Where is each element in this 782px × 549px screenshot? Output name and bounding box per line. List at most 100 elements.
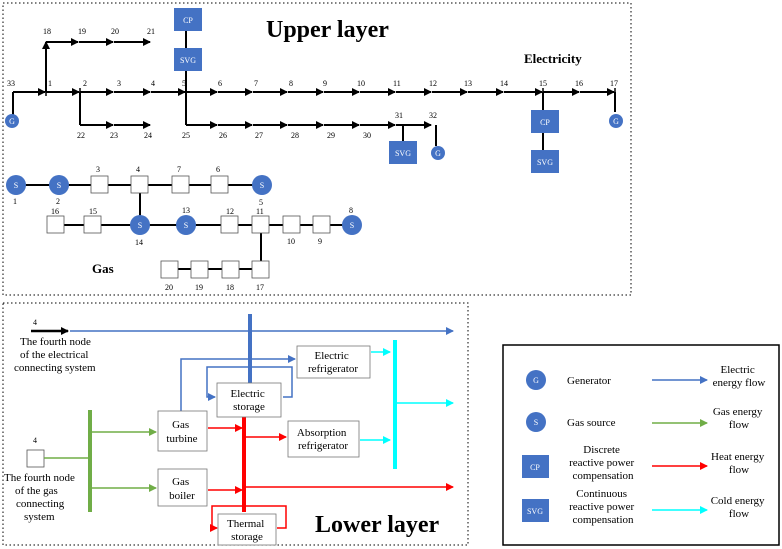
svg-text:Continuous reactive powe: Continuous reactive power compensation — [569, 488, 637, 526]
enode-label: 1 — [48, 79, 52, 88]
gnode-label: 15 — [89, 207, 97, 216]
svg-box: SVG — [531, 150, 559, 173]
enode-label: 8 — [289, 79, 293, 88]
enode-label: 20 — [111, 27, 119, 36]
enode-label: 6 — [218, 79, 222, 88]
svg-box: SVG — [174, 48, 202, 71]
gnode-label: 10 — [287, 237, 295, 246]
gas-pipe-nodes — [46, 175, 331, 279]
enode-label: 12 — [429, 79, 437, 88]
enode-label: 31 — [395, 111, 403, 120]
svg-text:S: S — [350, 221, 354, 230]
svg-text:Gas boiler: Gas boiler — [169, 476, 195, 502]
gnode-label: 20 — [165, 283, 173, 292]
enode-label: 27 — [255, 131, 263, 140]
enode-label: 13 — [464, 79, 472, 88]
svg-text:Electric refrigerator: Electric refrigerator — [308, 350, 358, 375]
svg-text:Gas turbine: Gas turbine — [166, 419, 197, 445]
svg-text:S: S — [138, 221, 142, 230]
gnode-label: 9 — [318, 237, 322, 246]
enode-label: 33 — [7, 79, 15, 88]
gas-node-text: The fourth node of the gas connecting sy… — [4, 472, 78, 523]
gas-node-number: 4 — [33, 436, 37, 445]
electric-node-labels: 33 1 2 3 4 5 6 7 8 9 10 11 12 13 14 15 1… — [7, 27, 618, 140]
svg-text:S: S — [184, 221, 188, 230]
gas-flows — [44, 428, 157, 492]
gnode-label: 18 — [226, 283, 234, 292]
svg-text:SVG: SVG — [395, 149, 411, 158]
svg-text:G: G — [533, 376, 539, 385]
svg-text:SVG: SVG — [180, 56, 196, 65]
gas-node-labels: 1 2 3 4 5 6 7 8 9 10 11 12 13 14 15 16 1… — [13, 165, 353, 292]
svg-text:S: S — [57, 181, 61, 190]
svg-text:SVG: SVG — [537, 158, 553, 167]
upper-layer-title: Upper layer — [266, 17, 389, 43]
generator-node: G — [5, 114, 19, 128]
enode-label: 29 — [327, 131, 335, 140]
cold-flows — [360, 348, 454, 444]
gnode-label: 13 — [182, 206, 190, 215]
enode-label: 21 — [147, 27, 155, 36]
gnode-label: 4 — [136, 165, 140, 174]
enode-label: 24 — [144, 131, 152, 140]
gas-source-nodes: S S S S S S — [6, 175, 362, 235]
enode-label: 16 — [575, 79, 583, 88]
enode-label: 11 — [393, 79, 401, 88]
upper-layer-frame — [2, 2, 632, 296]
enode-label: 19 — [78, 27, 86, 36]
elec-node-number: 4 — [33, 318, 37, 327]
svg-text:Heat energy flow: Heat energy flow — [711, 451, 767, 476]
legend-item-gas-source: S Gas source Gas energy flow — [526, 406, 765, 432]
svg-text:G: G — [613, 117, 619, 126]
lower-layer-title: Lower layer — [315, 512, 440, 538]
gnode-label: 16 — [51, 207, 59, 216]
electric-refrigerator-box: Electric refrigerator — [296, 345, 371, 379]
enode-label: 22 — [77, 131, 85, 140]
gnode-label: 3 — [96, 165, 100, 174]
electric-network — [12, 31, 616, 150]
gnode-label: 2 — [56, 197, 60, 206]
legend-item-svg: SVG Continuous reactive power compensati… — [522, 488, 768, 526]
cp-box: CP — [531, 110, 559, 133]
enode-label: 4 — [151, 79, 155, 88]
svg-text:Absorption refrigerator: Absorption refrigerator — [297, 427, 349, 452]
enode-label: 26 — [219, 131, 227, 140]
legend-label: Gas source — [567, 417, 616, 429]
elec-node-text: The fourth node of the electrical connec… — [14, 336, 96, 374]
gas-node-box — [26, 449, 45, 468]
heat-flows — [208, 424, 454, 532]
enode-label: 7 — [254, 79, 258, 88]
enode-label: 18 — [43, 27, 51, 36]
gnode-label: 17 — [256, 283, 264, 292]
svg-text:Gas energy flow: Gas energy flow — [713, 406, 765, 431]
legend-label: Generator — [567, 375, 611, 387]
svg-text:G: G — [9, 117, 15, 126]
svg-text:S: S — [534, 418, 538, 427]
svg-text:Discrete reactive power: Discrete reactive power compensation — [569, 444, 637, 482]
enode-label: 23 — [110, 131, 118, 140]
legend-item-generator: G Generator Electric energy flow — [526, 364, 765, 390]
svg-text:Electric storage: Electric storage — [231, 388, 268, 413]
gnode-label: 6 — [216, 165, 220, 174]
lower-layer-frame — [2, 302, 469, 546]
generator-node: G — [431, 146, 445, 160]
svg-text:Cold energy flow: Cold energy flow — [711, 495, 768, 520]
svg-text:S: S — [260, 181, 264, 190]
gnode-label: 7 — [177, 165, 181, 174]
gas-label: Gas — [92, 261, 114, 276]
gnode-label: 19 — [195, 283, 203, 292]
enode-label: 14 — [500, 79, 508, 88]
generator-node: G — [609, 114, 623, 128]
svg-text:G: G — [435, 149, 441, 158]
electric-storage-box: Electric storage — [216, 382, 282, 418]
electricity-label: Electricity — [524, 51, 582, 66]
absorption-refrigerator-box: Absorption refrigerator — [287, 420, 360, 458]
enode-label: 32 — [429, 111, 437, 120]
enode-label: 30 — [363, 131, 371, 140]
gas-turbine-box: Gas turbine — [157, 410, 208, 452]
thermal-storage-box: Thermal storage — [217, 513, 277, 546]
gnode-label: 1 — [13, 197, 17, 206]
enode-label: 15 — [539, 79, 547, 88]
enode-label: 5 — [182, 79, 186, 88]
